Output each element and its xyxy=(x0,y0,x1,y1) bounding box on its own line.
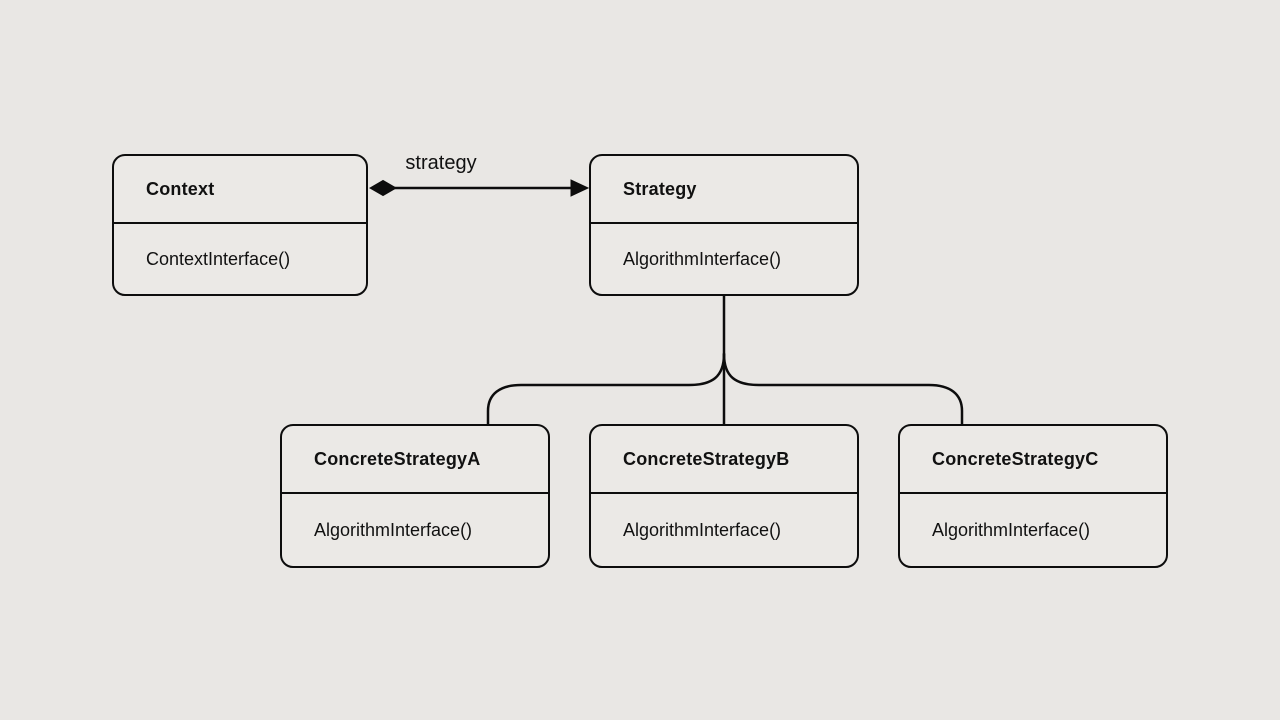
aggregation-arrow xyxy=(368,179,590,197)
branch-right xyxy=(722,352,964,426)
class-name-context: Context xyxy=(114,156,366,224)
class-box-context: Context ContextInterface() xyxy=(112,154,368,296)
class-method-context: ContextInterface() xyxy=(146,248,291,269)
class-name-strategy: Strategy xyxy=(591,156,857,224)
triangle-arrowhead xyxy=(570,179,590,197)
class-box-concrete-strategy-c: ConcreteStrategyC AlgorithmInterface() xyxy=(898,424,1168,568)
class-method-concrete-strategy-b: AlgorithmInterface() xyxy=(623,519,782,540)
class-box-concrete-strategy-a: ConcreteStrategyA AlgorithmInterface() xyxy=(280,424,550,568)
class-box-strategy: Strategy AlgorithmInterface() xyxy=(589,154,859,296)
relation-label: strategy xyxy=(405,152,477,174)
diamond-arrowtail xyxy=(368,179,398,197)
class-name-concrete-strategy-a: ConcreteStrategyA xyxy=(282,426,548,494)
class-method-concrete-strategy-a: AlgorithmInterface() xyxy=(314,519,473,540)
branch-left xyxy=(486,352,726,426)
class-box-concrete-strategy-b: ConcreteStrategyB AlgorithmInterface() xyxy=(589,424,859,568)
class-name-concrete-strategy-c: ConcreteStrategyC xyxy=(900,426,1166,494)
class-name-concrete-strategy-b: ConcreteStrategyB xyxy=(591,426,857,494)
class-method-concrete-strategy-c: AlgorithmInterface() xyxy=(932,519,1091,540)
class-method-strategy: AlgorithmInterface() xyxy=(623,248,782,269)
inheritance-branches xyxy=(486,294,964,426)
